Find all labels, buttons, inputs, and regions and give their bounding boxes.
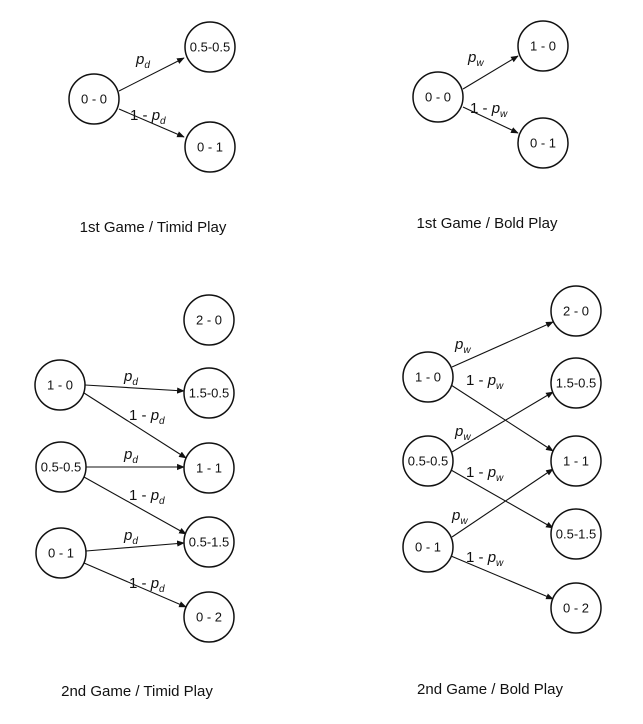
node-timid2-0-1: 0 - 1: [35, 527, 87, 579]
edge-label-pd: pd: [123, 368, 138, 388]
node-bold2-0-2: 0 - 2: [550, 582, 602, 634]
node-bold2-1-0: 1 - 0: [402, 351, 454, 403]
svg-text:0.5-1.5: 0.5-1.5: [556, 527, 596, 542]
svg-text:0.5-1.5: 0.5-1.5: [189, 535, 229, 550]
svg-text:0 - 2: 0 - 2: [196, 610, 222, 625]
caption-timid-2: 2nd Game / Timid Play: [61, 683, 213, 700]
caption-timid-1: 1st Game / Timid Play: [80, 219, 227, 236]
edge-label-pw: pw: [451, 507, 468, 527]
node-bold1-loss: 0 - 1: [517, 117, 569, 169]
svg-text:1 - 1: 1 - 1: [563, 454, 589, 469]
panel-bold-2: pw 1 - pw pw 1 - pw pw 1 - pw 1 - 0 0.5-…: [402, 285, 602, 698]
node-bold2-1.5-0.5: 1.5-0.5: [550, 357, 602, 409]
svg-text:1 - 0: 1 - 0: [415, 370, 441, 385]
edge-label-1-minus-pw: 1 - pw: [470, 100, 508, 120]
edge-label-pw: pw: [454, 336, 471, 356]
node-timid2-2-0: 2 - 0: [183, 294, 235, 346]
edge-timid2-10-draw: [84, 384, 185, 394]
caption-bold-2: 2nd Game / Bold Play: [417, 681, 563, 698]
edge-bold1-win: [462, 55, 519, 90]
node-timid1-start: 0 - 0: [68, 73, 120, 125]
node-timid2-0.5-1.5: 0.5-1.5: [183, 516, 235, 568]
svg-text:0 - 1: 0 - 1: [48, 546, 74, 561]
edge-label-pw: pw: [454, 423, 471, 443]
edge-label-1-minus-pw: 1 - pw: [466, 372, 504, 392]
caption-bold-1: 1st Game / Bold Play: [417, 215, 558, 232]
edge-timid2-01-loss: [83, 562, 187, 608]
node-timid2-1-0: 1 - 0: [34, 359, 86, 411]
node-timid2-0-2: 0 - 2: [183, 591, 235, 643]
edge-bold2-01-loss: [450, 555, 554, 600]
svg-text:1 - 1: 1 - 1: [196, 461, 222, 476]
node-bold2-0.5-0.5: 0.5-0.5: [402, 435, 454, 487]
node-timid1-loss: 0 - 1: [184, 121, 236, 173]
panel-timid-1: pd 1 - pd 0 - 0 0.5-0.5 0 - 1 1st Game /…: [68, 21, 236, 236]
node-timid2-0.5-0.5: 0.5-0.5: [35, 441, 87, 493]
panel-timid-2: pd 1 - pd pd 1 - pd pd 1 - pd 1 - 0 0.5-…: [34, 294, 235, 700]
svg-text:0 - 2: 0 - 2: [563, 601, 589, 616]
node-timid1-draw: 0.5-0.5: [184, 21, 236, 73]
edge-label-1-minus-pw: 1 - pw: [466, 549, 504, 569]
edge-bold2-10-loss: [450, 384, 554, 452]
svg-text:1.5-0.5: 1.5-0.5: [189, 386, 229, 401]
edge-bold2-10-win: [451, 321, 554, 368]
edge-timid2-0505-loss: [83, 476, 187, 535]
node-bold2-2-0: 2 - 0: [550, 285, 602, 337]
svg-text:1.5-0.5: 1.5-0.5: [556, 376, 596, 391]
edge-timid2-01-draw: [85, 540, 185, 552]
edge-label-pw: pw: [467, 49, 484, 69]
edge-bold2-01-win: [451, 468, 554, 538]
edge-label-1-minus-pd: 1 - pd: [129, 407, 165, 427]
edge-timid1-draw: [118, 57, 185, 92]
node-bold2-1-1: 1 - 1: [550, 435, 602, 487]
edge-label-pd: pd: [123, 446, 138, 466]
svg-text:1 - 0: 1 - 0: [530, 39, 556, 54]
node-timid2-1.5-0.5: 1.5-0.5: [183, 367, 235, 419]
edge-timid2-10-loss: [83, 392, 187, 459]
node-bold1-win: 1 - 0: [517, 20, 569, 72]
edge-label-pd: pd: [135, 51, 150, 71]
svg-text:0 - 0: 0 - 0: [425, 90, 451, 105]
edge-bold2-0505-loss: [450, 469, 554, 529]
node-bold2-0-1: 0 - 1: [402, 521, 454, 573]
edge-bold2-0505-win: [451, 391, 554, 453]
svg-text:0.5-0.5: 0.5-0.5: [190, 40, 230, 55]
svg-text:0 - 0: 0 - 0: [81, 92, 107, 107]
edge-label-pd: pd: [123, 527, 138, 547]
edge-label-1-minus-pw: 1 - pw: [466, 464, 504, 484]
edge-bold1-loss: [462, 106, 519, 134]
svg-text:0 - 1: 0 - 1: [530, 136, 556, 151]
node-bold2-0.5-1.5: 0.5-1.5: [550, 508, 602, 560]
edge-timid1-loss: [118, 108, 185, 138]
edge-label-1-minus-pd: 1 - pd: [129, 575, 165, 595]
svg-text:0 - 1: 0 - 1: [415, 540, 441, 555]
edge-label-1-minus-pd: 1 - pd: [129, 487, 165, 507]
svg-text:0.5-0.5: 0.5-0.5: [41, 460, 81, 475]
svg-text:1 - 0: 1 - 0: [47, 378, 73, 393]
panel-bold-1: pw 1 - pw 0 - 0 1 - 0 0 - 1 1st Game / B…: [412, 20, 569, 232]
svg-text:2 - 0: 2 - 0: [563, 304, 589, 319]
node-timid2-1-1: 1 - 1: [183, 442, 235, 494]
node-bold1-start: 0 - 0: [412, 71, 464, 123]
svg-text:0.5-0.5: 0.5-0.5: [408, 454, 448, 469]
svg-text:0 - 1: 0 - 1: [197, 140, 223, 155]
svg-text:2 - 0: 2 - 0: [196, 313, 222, 328]
edge-label-1-minus-pd: 1 - pd: [130, 107, 166, 127]
